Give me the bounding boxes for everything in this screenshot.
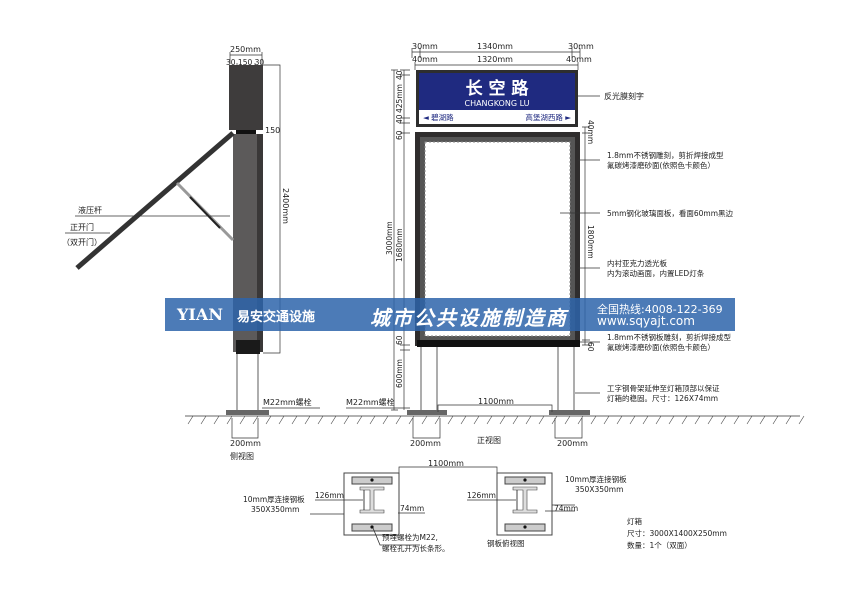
- svg-text:2400mm: 2400mm: [281, 188, 290, 224]
- svg-text:钢板俯视图: 钢板俯视图: [487, 538, 525, 548]
- svg-text:425mm: 425mm: [395, 84, 404, 113]
- svg-text:350X350mm: 350X350mm: [575, 485, 623, 494]
- svg-text:74mm: 74mm: [554, 504, 578, 513]
- svg-text:60: 60: [395, 130, 404, 140]
- svg-text:250mm: 250mm: [230, 45, 261, 54]
- steel-plate-left: [343, 472, 400, 536]
- svg-text:126mm: 126mm: [315, 491, 344, 500]
- svg-text:1800mm: 1800mm: [586, 225, 595, 259]
- svg-text:1100mm: 1100mm: [478, 397, 514, 406]
- svg-text:40mm: 40mm: [412, 55, 438, 64]
- svg-text:1.8mm不锈钢板雕刻，剪折焊接成型: 1.8mm不锈钢板雕刻，剪折焊接成型: [607, 332, 732, 342]
- svg-text:正视图: 正视图: [477, 435, 501, 445]
- svg-text:1340mm: 1340mm: [477, 42, 513, 51]
- svg-text:氟碳烤漆磨砂面(依照色卡颜色）: 氟碳烤漆磨砂面(依照色卡颜色）: [607, 160, 715, 170]
- svg-text:40: 40: [395, 114, 404, 124]
- side-sign-box: [229, 65, 263, 130]
- steel-plate-right: [496, 472, 553, 536]
- svg-text:150: 150: [265, 126, 280, 135]
- svg-text:40mm: 40mm: [586, 120, 595, 144]
- svg-text:30mm: 30mm: [412, 42, 438, 51]
- svg-text:1100mm: 1100mm: [428, 459, 464, 468]
- svg-text:M22mm螺栓: M22mm螺栓: [346, 397, 395, 407]
- sign-title: 长 空 路: [466, 78, 530, 99]
- svg-text:200mm: 200mm: [410, 439, 441, 448]
- svg-text:内为滚动画面，内置LED灯条: 内为滚动画面，内置LED灯条: [607, 268, 705, 278]
- website: www.sqyajt.com: [597, 314, 695, 328]
- side-view: 250mm 30 150 30 150 2400mm 液压杆 正开门 （双开门）…: [62, 45, 320, 461]
- svg-text:126mm: 126mm: [467, 491, 496, 500]
- svg-text:尺寸：3000X1400X250mm: 尺寸：3000X1400X250mm: [627, 528, 727, 538]
- ground-line: [185, 415, 805, 425]
- svg-text:反光膜刻字: 反光膜刻字: [604, 91, 644, 101]
- svg-text:10mm厚连接钢板: 10mm厚连接钢板: [565, 474, 627, 484]
- svg-text:5mm钢化玻璃面板，看面60mm黑边: 5mm钢化玻璃面板，看面60mm黑边: [607, 208, 734, 218]
- svg-text:预埋螺栓为M22,: 预埋螺栓为M22,: [382, 532, 438, 542]
- svg-text:M22mm螺栓: M22mm螺栓: [263, 397, 312, 407]
- front-view: 30mm 1340mm 30mm 40mm 1320mm 40mm 长 空 路 …: [346, 42, 595, 448]
- company-logo: YIAN: [177, 305, 223, 324]
- svg-text:灯箱的稳固。尺寸：126X74mm: 灯箱的稳固。尺寸：126X74mm: [607, 393, 718, 403]
- svg-text:74mm: 74mm: [400, 504, 424, 513]
- svg-text:侧视图: 侧视图: [230, 451, 254, 461]
- svg-text:内衬亚克力透光板: 内衬亚克力透光板: [607, 258, 667, 268]
- lightbox-spec: 灯箱 尺寸：3000X1400X250mm 数量：1个（双面）: [627, 516, 727, 550]
- base-plate: [226, 410, 269, 415]
- svg-text:40: 40: [395, 70, 404, 80]
- svg-text:1320mm: 1320mm: [477, 55, 513, 64]
- svg-text:工字钢骨架延伸至灯箱顶部以保证: 工字钢骨架延伸至灯箱顶部以保证: [607, 383, 720, 393]
- svg-text:600mm: 600mm: [395, 359, 404, 388]
- svg-text:液压杆: 液压杆: [78, 205, 102, 215]
- svg-text:螺栓孔开为长条形。: 螺栓孔开为长条形。: [382, 543, 450, 553]
- svg-text:30 150 30: 30 150 30: [226, 58, 264, 67]
- company-name: 易安交通设施: [237, 310, 316, 325]
- svg-text:（双开门）: （双开门）: [62, 237, 102, 247]
- svg-text:数量：1个（双面）: 数量：1个（双面）: [627, 540, 692, 550]
- svg-text:1.8mm不锈钢雕刻，剪折焊接成型: 1.8mm不锈钢雕刻，剪折焊接成型: [607, 150, 724, 160]
- svg-text:60: 60: [395, 335, 404, 345]
- annotations: 反光膜刻字 1.8mm不锈钢雕刻，剪折焊接成型 氟碳烤漆磨砂面(依照色卡颜色） …: [560, 91, 734, 403]
- svg-text:正开门: 正开门: [70, 222, 94, 232]
- slogan: 城市公共设施制造商: [370, 306, 568, 330]
- svg-text:氟碳烤漆磨砂面(依照色卡颜色）: 氟碳烤漆磨砂面(依照色卡颜色）: [607, 342, 715, 352]
- svg-text:3000mm: 3000mm: [385, 221, 394, 255]
- sign-subtitle: CHANGKONG LU: [464, 99, 529, 108]
- svg-text:40mm: 40mm: [566, 55, 592, 64]
- plan-view: 1100mm 10mm厚连接钢板 350X350mm 126mm 74mm 10…: [243, 459, 627, 553]
- svg-text:200mm: 200mm: [230, 439, 261, 448]
- svg-text:◄ 碧湖路: ◄ 碧湖路: [423, 112, 454, 122]
- svg-text:灯箱: 灯箱: [627, 516, 642, 526]
- svg-text:350X350mm: 350X350mm: [251, 505, 299, 514]
- svg-text:200mm: 200mm: [557, 439, 588, 448]
- svg-text:60: 60: [586, 342, 595, 352]
- company-banner: YIAN 易安交通设施 城市公共设施制造商 全国热线:4008-122-369 …: [165, 298, 735, 331]
- hotline: 全国热线:4008-122-369: [597, 303, 723, 316]
- svg-text:高堡湖西路 ►: 高堡湖西路 ►: [525, 112, 571, 122]
- svg-text:30mm: 30mm: [568, 42, 594, 51]
- open-door: [75, 131, 235, 270]
- svg-text:10mm厚连接钢板: 10mm厚连接钢板: [243, 494, 305, 504]
- svg-text:1680mm: 1680mm: [395, 228, 404, 262]
